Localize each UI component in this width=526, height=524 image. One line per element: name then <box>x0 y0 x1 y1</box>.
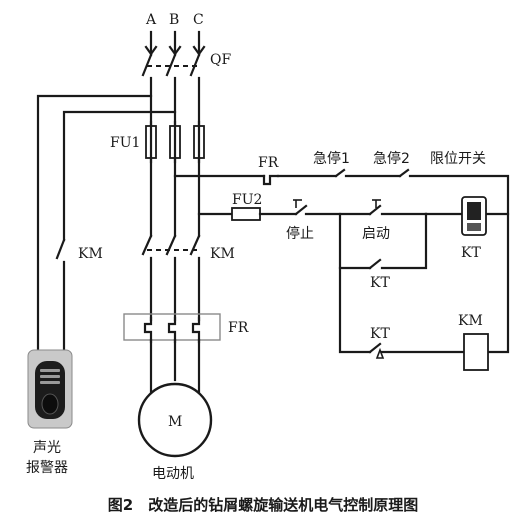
km-alarm-label: KM <box>78 246 103 262</box>
motor-caption: 电动机 <box>152 466 194 482</box>
fu2-label: FU2 <box>232 192 262 208</box>
fu1-fuses <box>145 120 205 164</box>
control-second-rung <box>197 199 510 359</box>
main-lines <box>149 156 201 238</box>
km-coil <box>463 333 489 371</box>
alarm-label-line1: 声光 <box>33 440 61 456</box>
km-main-label: KM <box>210 246 235 262</box>
km-main-contactor <box>141 234 201 322</box>
limit-switch-label: 限位开关 <box>430 151 486 167</box>
phase-b-label: B <box>169 12 179 28</box>
control-top-rung <box>173 168 510 354</box>
motor-leads <box>149 338 201 394</box>
stop-button-label: 停止 <box>286 225 314 242</box>
fu1-label: FU1 <box>110 135 140 151</box>
kt-hold-contact-label: KT <box>370 275 390 291</box>
fr-control-label: FR <box>258 155 279 171</box>
figure-caption: 图2 改造后的钻屑螺旋输送机电气控制原理图 <box>108 496 418 514</box>
phase-c-label: C <box>193 12 204 28</box>
emergency-stop-1-label: 急停1 <box>313 150 350 167</box>
sound-light-alarm <box>27 349 73 429</box>
alarm-wires <box>36 94 177 352</box>
start-button-label: 启动 <box>362 226 390 242</box>
motor-symbol-label: M <box>168 414 182 430</box>
emergency-stop-2-label: 急停2 <box>373 150 410 167</box>
kt-timer <box>461 196 487 236</box>
kt-contact-label: KT <box>370 326 390 342</box>
alarm-label-line2: 报警器 <box>26 460 68 476</box>
supply-lines <box>144 30 206 57</box>
motor <box>137 382 213 458</box>
qf-breaker <box>141 53 201 128</box>
fr-main-label: FR <box>228 320 249 336</box>
fr-thermal-relay <box>123 313 221 344</box>
km-coil-label: KM <box>458 313 483 329</box>
qf-label: QF <box>210 52 231 68</box>
kt-timer-label: KT <box>461 245 481 261</box>
phase-a-label: A <box>145 12 157 28</box>
